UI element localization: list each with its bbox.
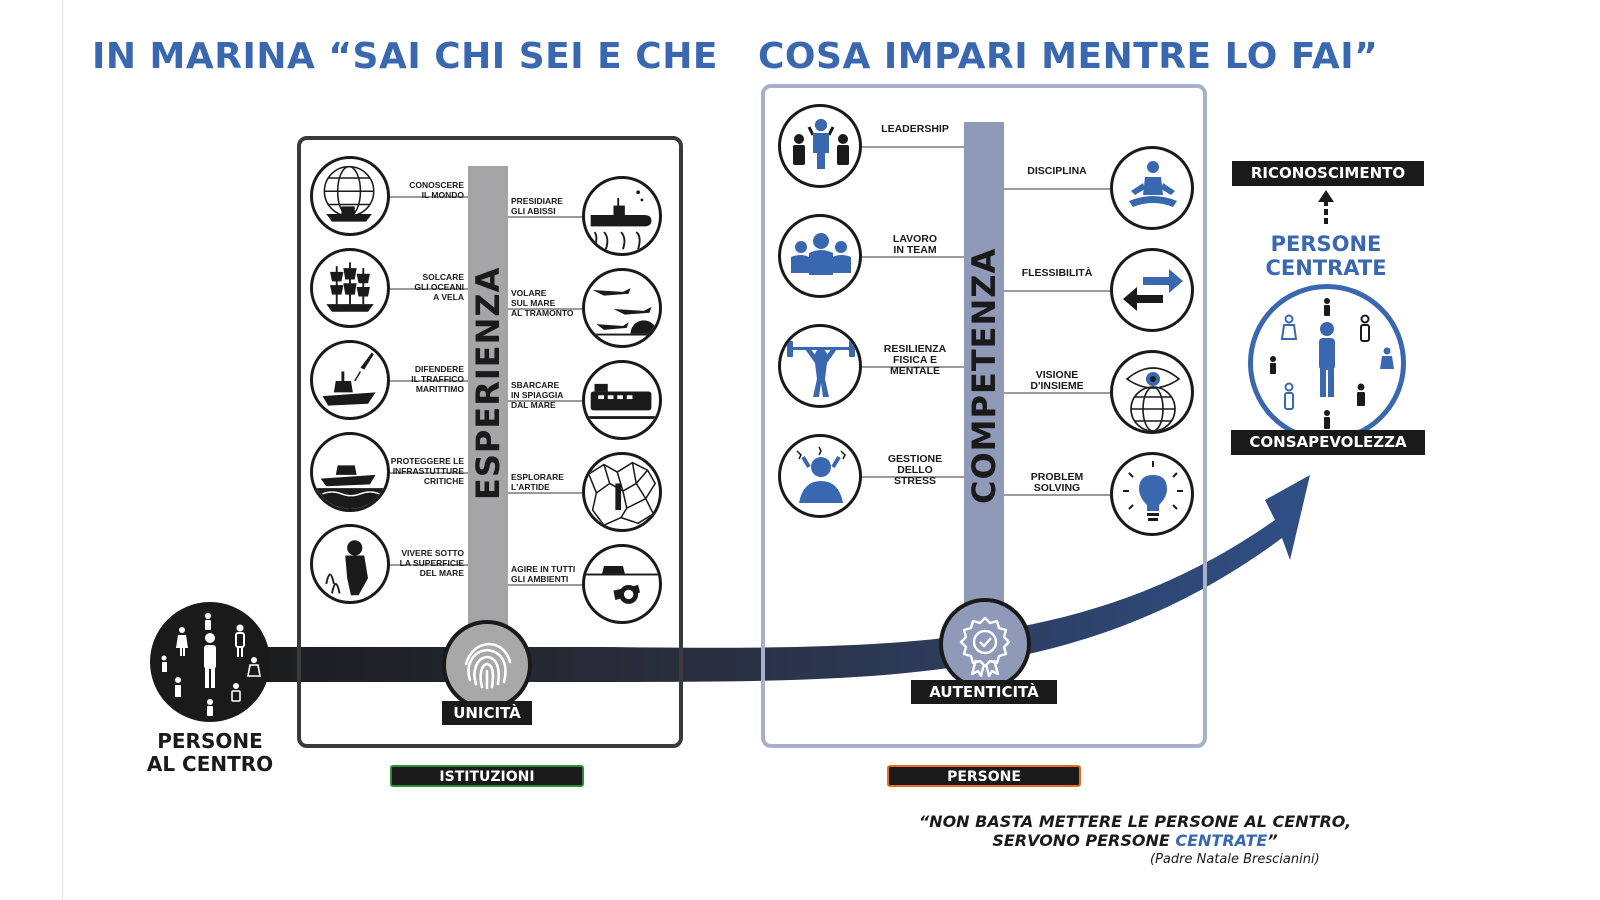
esperienza-right-item-label: SBARCARE IN SPIAGGIA DAL MARE bbox=[511, 380, 564, 410]
esperienza-right-item-connector bbox=[508, 584, 582, 586]
esperienza-left-item-connector bbox=[390, 564, 468, 566]
quote-line1: “NON BASTA METTERE LE PERSONE AL CENTRO, bbox=[918, 812, 1352, 831]
competenza-bar bbox=[964, 122, 1004, 608]
esperienza-left-item-label: PROTEGGERE LE INFRASTUTTURE CRITICHE bbox=[390, 456, 464, 486]
sailing-ship-icon bbox=[310, 248, 390, 328]
autenticita-tag: AUTENTICITÀ bbox=[911, 680, 1057, 704]
title-right: COSA IMPARI MENTRE LO FAI” bbox=[758, 36, 1379, 77]
esperienza-right-item-label: AGIRE IN TUTTI GLI AMBIENTI bbox=[511, 564, 576, 584]
esperienza-left-item-connector bbox=[390, 196, 468, 198]
competenza-panel bbox=[761, 84, 1207, 748]
esperienza-left-item-connector bbox=[390, 380, 468, 382]
esperienza-right-item-label: PRESIDIARE GLI ABISSI bbox=[511, 196, 563, 216]
patrol-boat-icon bbox=[310, 432, 390, 512]
persone-tag: PERSONE bbox=[887, 765, 1081, 787]
badge-check-icon bbox=[959, 616, 1011, 678]
landing-craft-icon bbox=[582, 360, 662, 440]
globe-ship-icon bbox=[310, 156, 390, 236]
competenza-left-item-label: LAVORO IN TEAM bbox=[892, 233, 938, 256]
quote: “NON BASTA METTERE LE PERSONE AL CENTRO,… bbox=[880, 812, 1390, 850]
competenza-left-item-connector bbox=[862, 476, 964, 478]
esperienza-right-item-label: VOLARE SUL MARE AL TRAMONTO bbox=[511, 288, 574, 318]
arctic-icon bbox=[582, 452, 662, 532]
leader-group-icon bbox=[778, 104, 862, 188]
lightbulb-icon bbox=[1110, 452, 1194, 536]
esperienza-left-item-label: CONOSCERE IL MONDO bbox=[409, 180, 464, 200]
quote-highlight: CENTRATE bbox=[1175, 831, 1268, 850]
quote-author: (Padre Natale Brescianini) bbox=[1150, 852, 1320, 867]
competenza-right-item-label: DISCIPLINA bbox=[1027, 165, 1087, 177]
diver-icon bbox=[310, 524, 390, 604]
esperienza-left-item-connector bbox=[390, 472, 468, 474]
competenza-right-item-connector bbox=[1004, 494, 1110, 496]
underwater-diver-icon bbox=[582, 544, 662, 624]
title-left: IN MARINA “SAI CHI SEI E CHE bbox=[92, 36, 718, 77]
unicita-node bbox=[442, 620, 532, 710]
competenza-right-item-connector bbox=[1004, 188, 1110, 190]
competenza-label: COMPETENZA bbox=[965, 247, 1003, 504]
esperienza-right-item-label: ESPLORARE L'ARTIDE bbox=[511, 472, 564, 492]
quote-line2: SERVONO PERSONE CENTRATE” bbox=[880, 831, 1390, 850]
up-arrow-icon bbox=[1318, 190, 1334, 224]
riconoscimento-tag: RICONOSCIMENTO bbox=[1232, 161, 1424, 186]
competenza-right-item-label: FLESSIBILITÀ bbox=[1021, 267, 1093, 279]
esperienza-bar bbox=[468, 166, 508, 636]
competenza-right-item-label: PROBLEM SOLVING bbox=[1030, 471, 1084, 494]
eye-globe-icon bbox=[1110, 350, 1194, 434]
people-group-icon bbox=[161, 613, 261, 716]
page-edge bbox=[62, 0, 63, 900]
esperienza-label: ESPERIENZA bbox=[469, 266, 507, 500]
esperienza-left-item-label: VIVERE SOTTO LA SUPERFICIE DEL MARE bbox=[399, 548, 464, 578]
quote-line2-suffix: ” bbox=[1267, 831, 1278, 850]
arrows-icon bbox=[1110, 248, 1194, 332]
stress-icon bbox=[778, 434, 862, 518]
unicita-tag: UNICITÀ bbox=[442, 701, 532, 725]
esperienza-left-item-label: DIFENDERE IL TRAFFICO MARITTIMO bbox=[411, 364, 464, 394]
jets-icon bbox=[582, 268, 662, 348]
esperienza-panel bbox=[297, 136, 683, 748]
competenza-left-item-connector bbox=[862, 256, 964, 258]
weightlifter-icon bbox=[778, 324, 862, 408]
persone-al-centro-label: PERSONE AL CENTRO bbox=[146, 729, 274, 776]
persone-centrate-circle bbox=[1248, 284, 1406, 442]
competenza-left-item-label: LEADERSHIP bbox=[881, 123, 949, 135]
persone-al-centro-node bbox=[150, 602, 270, 722]
competenza-left-item-label: RESILIENZA FISICA E MENTALE bbox=[883, 343, 947, 377]
competenza-right-item-connector bbox=[1004, 290, 1110, 292]
esperienza-right-item-connector bbox=[508, 308, 582, 310]
centered-people-icon bbox=[1270, 298, 1394, 429]
competenza-right-item-connector bbox=[1004, 392, 1110, 394]
fingerprint-icon bbox=[464, 642, 512, 690]
team-icon bbox=[778, 214, 862, 298]
submarine-icon bbox=[582, 176, 662, 256]
esperienza-right-item-connector bbox=[508, 216, 582, 218]
esperienza-right-item-connector bbox=[508, 492, 582, 494]
competenza-right-item-label: VISIONE D'INSIEME bbox=[1030, 369, 1084, 392]
warship-missile-icon bbox=[310, 340, 390, 420]
competenza-left-item-label: GESTIONE DELLO STRESS bbox=[887, 453, 943, 487]
esperienza-left-item-connector bbox=[390, 288, 468, 290]
autenticita-node bbox=[939, 598, 1031, 690]
quote-line2-prefix: SERVONO PERSONE bbox=[992, 831, 1176, 850]
esperienza-right-item-connector bbox=[508, 400, 582, 402]
istituzioni-tag: ISTITUZIONI bbox=[390, 765, 584, 787]
competenza-left-item-connector bbox=[862, 146, 964, 148]
meditation-icon bbox=[1110, 146, 1194, 230]
persone-centrate-label: PERSONE CENTRATE bbox=[1265, 232, 1387, 280]
esperienza-left-item-label: SOLCARE GLI OCEANI A VELA bbox=[414, 272, 464, 302]
consapevolezza-tag: CONSAPEVOLEZZA bbox=[1231, 430, 1425, 455]
competenza-left-item-connector bbox=[862, 366, 964, 368]
